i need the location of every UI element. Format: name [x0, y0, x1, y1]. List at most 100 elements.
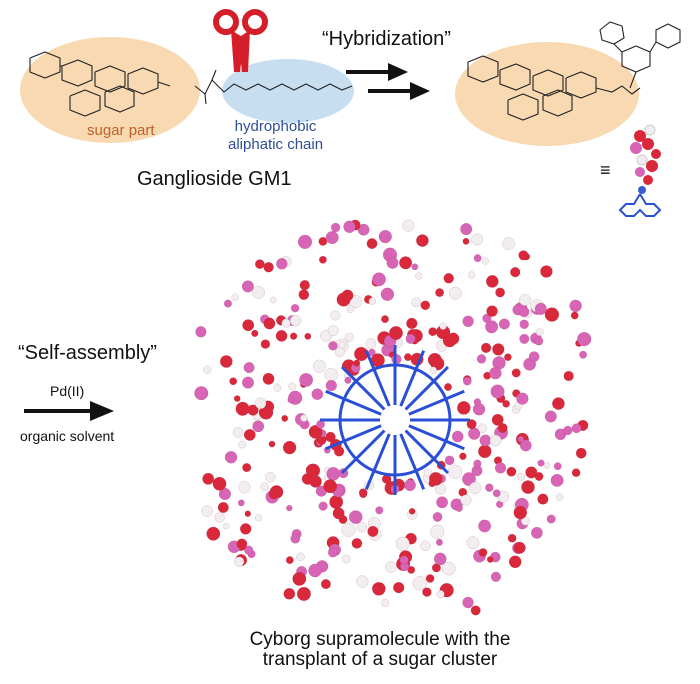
atom [268, 488, 280, 500]
atom [359, 490, 368, 499]
atom [206, 526, 221, 541]
atom [563, 425, 573, 436]
hybrid-sugar-skeleton [467, 55, 641, 121]
atom [495, 287, 506, 298]
atom [447, 464, 463, 479]
atom [243, 362, 255, 374]
atom [285, 556, 294, 565]
atom [283, 587, 296, 600]
scaffold-bond [325, 389, 382, 416]
atom [429, 366, 437, 374]
atom [492, 343, 505, 356]
atom [479, 434, 492, 447]
atom [318, 501, 328, 511]
scaffold-bond [364, 350, 391, 407]
atom [439, 322, 447, 330]
atom [287, 396, 295, 404]
atom [428, 472, 443, 486]
atom [353, 359, 361, 367]
atom [381, 599, 390, 607]
atom [430, 524, 445, 539]
caption: Cyborg supramolecule with the transplant… [200, 630, 560, 670]
atom [451, 430, 464, 443]
atom [263, 317, 276, 330]
atom [327, 325, 339, 337]
atom [460, 223, 473, 236]
atom [540, 265, 553, 278]
atom [507, 533, 517, 543]
atom [516, 392, 529, 405]
scaffold-bond [404, 365, 450, 411]
atom [232, 426, 244, 438]
atom [481, 257, 490, 265]
atom [378, 229, 392, 244]
atom [534, 336, 544, 346]
atom [214, 512, 225, 523]
atom [218, 487, 232, 501]
atom [467, 271, 476, 279]
atom [260, 339, 271, 349]
atom [326, 466, 341, 481]
scaffold-bond [399, 433, 426, 490]
atom [305, 463, 321, 478]
atom [244, 545, 254, 555]
atom [260, 482, 269, 492]
scaffold-bond [340, 429, 386, 475]
scaffold-ring [338, 363, 452, 477]
atom [332, 507, 345, 520]
atom [281, 414, 289, 422]
atom [432, 511, 443, 522]
atom [480, 342, 492, 354]
atom [366, 238, 378, 250]
atom [238, 440, 247, 449]
atom [381, 315, 389, 324]
atom [385, 561, 397, 573]
atom [423, 468, 432, 477]
hydrophobic-line-2: aliphatic chain [228, 136, 324, 153]
atom [263, 261, 274, 273]
atom [478, 548, 488, 557]
ganglioside-label: Ganglioside GM1 [137, 168, 292, 190]
atom [203, 365, 212, 374]
caption-line-1: Cyborg supramolecule with the [249, 629, 511, 650]
atom [543, 462, 551, 469]
atom [236, 538, 248, 550]
atom [486, 305, 498, 317]
atom [422, 587, 432, 597]
atom [521, 480, 535, 494]
atom [460, 494, 472, 506]
atom [456, 401, 471, 415]
atom [513, 541, 526, 554]
atom [300, 414, 308, 422]
atom [491, 413, 504, 426]
atom [254, 514, 263, 522]
atom [416, 234, 429, 247]
hybridization-label: “Hybridization” [322, 28, 451, 50]
atom [276, 258, 288, 270]
atom [489, 434, 502, 447]
atom [201, 505, 213, 517]
atom [333, 446, 345, 457]
atom [530, 526, 543, 539]
atom [254, 259, 265, 269]
atom [202, 472, 215, 485]
atom [223, 522, 230, 530]
atom [290, 533, 301, 544]
atom [425, 574, 435, 583]
atom [239, 523, 252, 535]
sugar-cluster-supramolecule [194, 219, 592, 616]
caption-line-2: transplant of a sugar cluster [262, 649, 498, 670]
atom [485, 320, 499, 334]
atom [292, 571, 307, 586]
atom [241, 280, 254, 293]
atom [334, 347, 345, 358]
atom [519, 319, 529, 330]
atom [330, 222, 341, 233]
atom [462, 472, 476, 487]
atom [290, 303, 300, 313]
atom [498, 318, 510, 330]
arrow-right-icon [24, 401, 114, 421]
atom [553, 462, 562, 471]
atom [535, 328, 544, 337]
